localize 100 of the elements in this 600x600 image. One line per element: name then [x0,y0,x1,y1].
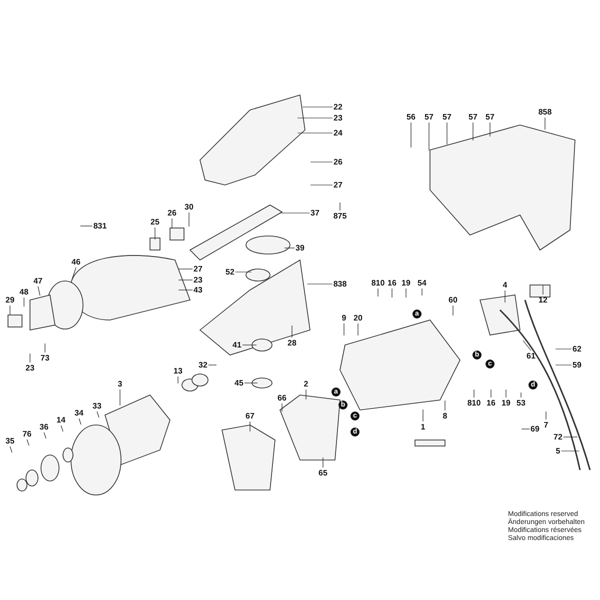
leader-line [410,122,412,148]
callout-number: 16 [388,278,396,288]
leader-line [26,439,30,446]
callout-number: 35 [6,436,14,446]
callout-number: 30 [184,202,194,212]
leader-line [38,286,40,296]
callout-number: 54 [418,278,426,288]
callout-number: 23 [334,114,342,122]
callout-number: 60 [448,296,458,304]
leader-line [208,364,217,366]
callout-number: 1 [420,422,426,432]
leader-line [522,340,532,351]
leader-line [310,184,333,186]
callout-number: 2 [304,380,308,388]
leader-line [279,212,310,214]
callout-number: 23 [26,364,34,372]
leader-line [560,450,580,452]
callout-number: 66 [278,394,286,402]
callout-number: 69 [530,424,540,434]
callout-number: 12 [538,296,548,304]
leader-line [521,428,530,430]
leader-line [472,122,474,141]
callout-number: 19 [502,398,510,408]
callout-number: 26 [334,158,342,166]
leader-line [302,106,333,108]
callout-number: 65 [318,468,328,478]
callout-number: 62 [572,344,582,354]
leader-line [563,436,578,438]
callout-number: 5 [556,446,560,456]
callout-number: 46 [72,258,80,266]
callout-number: 3 [118,380,122,388]
leader-line [72,267,76,280]
callout-number: 47 [34,276,42,286]
leader-line [10,446,12,453]
callout-number: 16 [486,398,496,408]
callout-number: 25 [150,218,160,226]
callout-number: 28 [288,338,296,348]
leader-line [422,409,424,422]
leader-line [428,122,430,151]
leader-line [555,364,572,366]
callout-number: 67 [246,412,254,420]
callout-number: 37 [310,208,320,218]
callout-number: 875 [333,212,347,220]
leader-line [154,227,156,240]
callout-number: 57 [486,112,494,122]
callout-number: 7 [544,420,548,430]
leader-line [244,382,258,384]
callout-number: 26 [168,208,176,218]
callout-number: 8 [442,412,448,420]
callout-number: 39 [296,244,304,252]
callout-number: 61 [526,352,536,360]
leader-line [446,122,448,145]
callout-number: 24 [334,128,342,138]
callout-number: 57 [442,112,452,122]
callout-number: 36 [40,422,48,432]
callout-number: 48 [20,288,28,296]
callout-number: 22 [334,102,342,112]
callout-number: 57 [468,112,478,122]
callout-number: 838 [333,280,347,288]
callout-number: 52 [226,268,234,276]
callout-number: 73 [40,354,50,362]
callout-number: 810 [371,278,385,288]
leader-line [544,117,546,130]
leader-line [520,392,522,398]
callout-number: 33 [92,402,102,410]
callout-number: 56 [406,112,416,122]
leader-line [444,400,446,411]
callout-number: 57 [424,112,434,122]
callout-number: 32 [198,360,208,370]
leader-line [96,411,100,418]
callout-number: 27 [194,264,202,274]
callout-number: 20 [354,314,362,322]
callout-number: 831 [93,222,107,230]
leader-line [555,348,572,350]
callout-number: 29 [6,296,14,304]
callout-number: 810 [467,398,481,408]
callout-number: 76 [22,430,32,438]
leader-line [297,132,333,134]
callout-number: 41 [232,340,242,350]
callout-number: 14 [56,416,66,424]
callout-number: 858 [538,108,552,116]
leader-line [242,344,257,346]
callout-number: 13 [174,366,182,376]
callout-number: 19 [402,278,410,288]
leader-line [504,290,506,303]
leader-line [188,212,190,227]
callout-number: 9 [342,314,346,322]
leader-line [44,432,46,439]
leader-line [490,389,492,398]
callout-number: 45 [234,378,244,388]
callout-number: 27 [334,180,342,190]
callout-number: 4 [502,280,508,290]
callout-number: 34 [74,408,84,418]
callout-number: 72 [554,432,562,442]
leader-line [322,457,324,468]
leader-line [44,343,46,353]
leader-line [542,285,544,295]
callout-number: 43 [194,286,202,294]
leader-line [60,425,64,432]
leader-line [78,418,82,425]
